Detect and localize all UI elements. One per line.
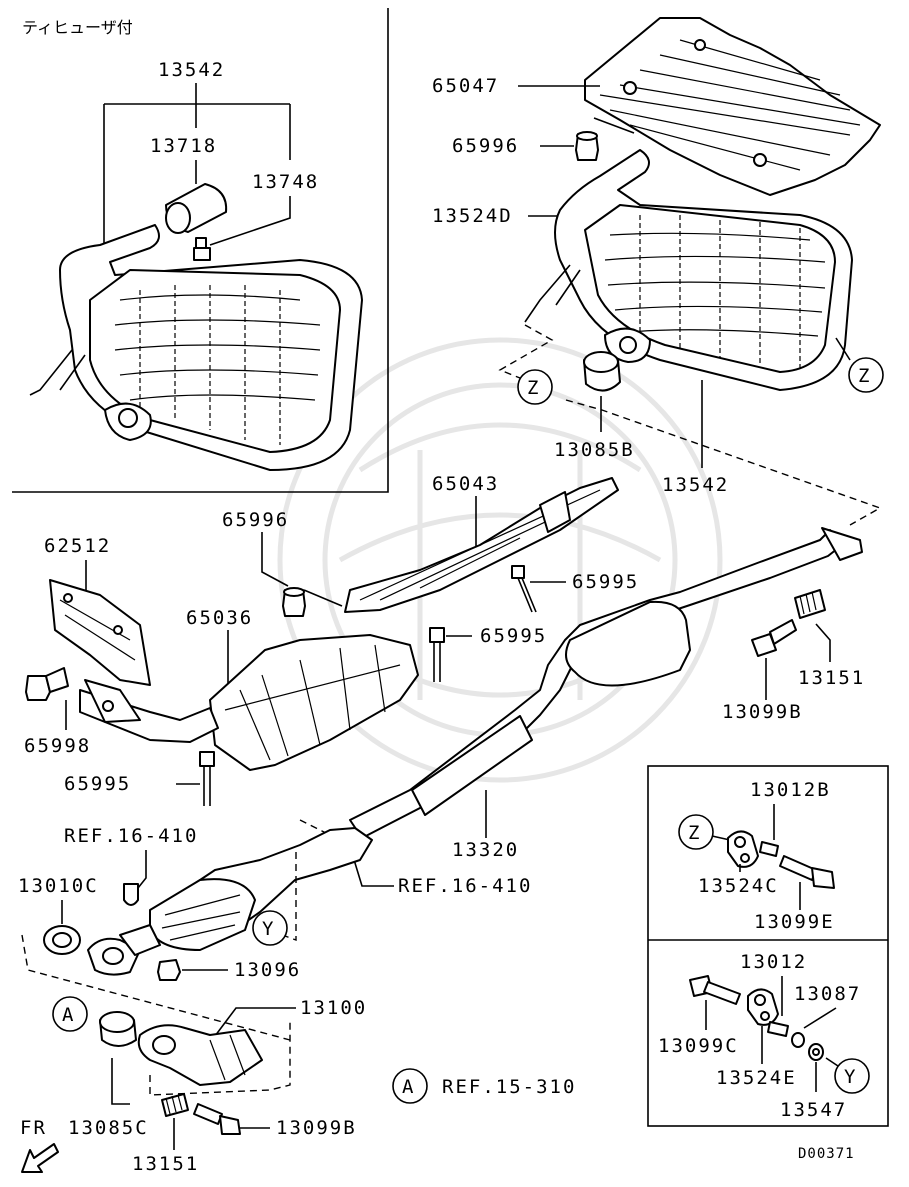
bolt-65995-c-part <box>199 751 215 806</box>
main-exhaust-pipe-13320-part <box>349 527 863 839</box>
front-arrow-icon <box>21 1143 59 1173</box>
front-pipe-13100-part <box>137 1024 263 1086</box>
nut-65996-mid-part <box>282 587 306 617</box>
label-13099B-right: 13099B <box>722 701 803 723</box>
label-65995-a: 65995 <box>572 571 639 593</box>
gasket-13085C-part <box>99 1011 137 1047</box>
label-65036: 65036 <box>186 607 253 629</box>
label-13099B-bottom: 13099B <box>276 1117 357 1139</box>
gasket-13085B-part <box>583 351 621 392</box>
label-13524D: 13524D <box>432 205 513 227</box>
muffler-inset-part <box>29 224 363 471</box>
marker-z-left <box>517 369 553 405</box>
label-13100: 13100 <box>300 997 367 1019</box>
label-ref-16410-a: REF.16-410 <box>64 825 198 847</box>
marker-a-left <box>52 996 88 1032</box>
flange-part <box>87 924 161 976</box>
nut-65996-top-part <box>575 131 599 161</box>
marker-y-box <box>834 1058 870 1094</box>
heat-shield-65036-part <box>209 634 419 771</box>
bracket-62512-part <box>49 579 151 686</box>
label-13151-bottom: 13151 <box>132 1153 199 1175</box>
heat-protector-65043-part <box>344 477 619 613</box>
detail-box: Z 13012B 13524C 13099E 13012 13087 13099… <box>647 765 889 1127</box>
label-13542-inset: 13542 <box>158 59 225 81</box>
nut-13096-part <box>157 959 181 981</box>
label-65043: 65043 <box>432 473 499 495</box>
bolt-13099B-right-part <box>751 619 797 657</box>
marker-a-left-text: A <box>62 1004 75 1026</box>
label-13542-main: 13542 <box>662 474 729 496</box>
marker-a-ref <box>392 1068 428 1104</box>
bolt-13099E-part <box>779 855 835 889</box>
marker-z-right-text: Z <box>858 365 871 387</box>
label-13099E: 13099E <box>754 911 835 933</box>
hanger-13524C-part <box>727 830 759 868</box>
label-13099C: 13099C <box>658 1035 739 1057</box>
label-65996-mid: 65996 <box>222 509 289 531</box>
diffuser-tip-part <box>165 183 228 234</box>
label-13151-right: 13151 <box>798 667 865 689</box>
label-65995-b: 65995 <box>480 625 547 647</box>
spring-13151-right-part <box>794 589 826 619</box>
heat-protector-65047-part <box>584 17 881 196</box>
bolt-13748-part <box>193 237 211 261</box>
hanger-13524E-part <box>747 988 779 1026</box>
washer-13087-part <box>791 1032 805 1048</box>
label-13085B: 13085B <box>554 439 635 461</box>
collar-13012-part <box>767 1021 789 1037</box>
sensor-part <box>123 883 139 906</box>
bolt-13099C-part <box>689 975 741 1005</box>
label-13718: 13718 <box>150 135 217 157</box>
label-65995-c: 65995 <box>64 773 131 795</box>
marker-a-ref-text: A <box>402 1076 415 1098</box>
front-catalytic-converter-part <box>149 827 373 951</box>
label-13748: 13748 <box>252 171 319 193</box>
main-muffler-part <box>524 149 853 391</box>
diagram-code: D00371 <box>798 1146 855 1162</box>
marker-y-left-text: Y <box>262 918 275 940</box>
marker-z-box-text: Z <box>688 822 701 844</box>
front-exhaust-pipe-part <box>79 679 219 743</box>
gasket-13010C-part <box>43 925 81 955</box>
marker-z-left-text: Z <box>527 377 540 399</box>
label-ref-15310: REF.15-310 <box>442 1076 576 1098</box>
label-13096: 13096 <box>234 959 301 981</box>
label-13012: 13012 <box>740 951 807 973</box>
bolt-65995-a-part <box>511 565 537 613</box>
diffuser-note: ティヒューザ付 <box>22 18 133 37</box>
label-13524E: 13524E <box>716 1067 797 1089</box>
label-13012B: 13012B <box>750 779 831 801</box>
label-65996-top: 65996 <box>452 135 519 157</box>
inset-box: ティヒューザ付 13542 13718 13748 <box>12 8 389 493</box>
label-13085C: 13085C <box>68 1117 149 1139</box>
bolt-65998-part <box>25 667 69 701</box>
label-13010C: 13010C <box>18 875 99 897</box>
label-13524C: 13524C <box>698 875 779 897</box>
collar-13012B-part <box>759 841 779 857</box>
marker-z-right <box>848 357 884 393</box>
label-13087: 13087 <box>794 983 861 1005</box>
label-13320: 13320 <box>452 839 519 861</box>
marker-y-left <box>252 910 288 946</box>
nut-13547-part <box>808 1043 824 1061</box>
label-62512: 62512 <box>44 535 111 557</box>
marker-z-box <box>678 814 714 850</box>
bolt-65995-b-part <box>429 627 445 682</box>
bolt-13099B-bottom-part <box>193 1103 241 1135</box>
label-65998: 65998 <box>24 735 91 757</box>
front-direction-label: FR <box>20 1117 47 1139</box>
marker-y-box-text: Y <box>844 1066 857 1088</box>
label-65047: 65047 <box>432 75 499 97</box>
spring-13151-bottom-part <box>161 1093 189 1117</box>
label-ref-16410-b: REF.16-410 <box>398 875 532 897</box>
label-13547: 13547 <box>780 1099 847 1121</box>
